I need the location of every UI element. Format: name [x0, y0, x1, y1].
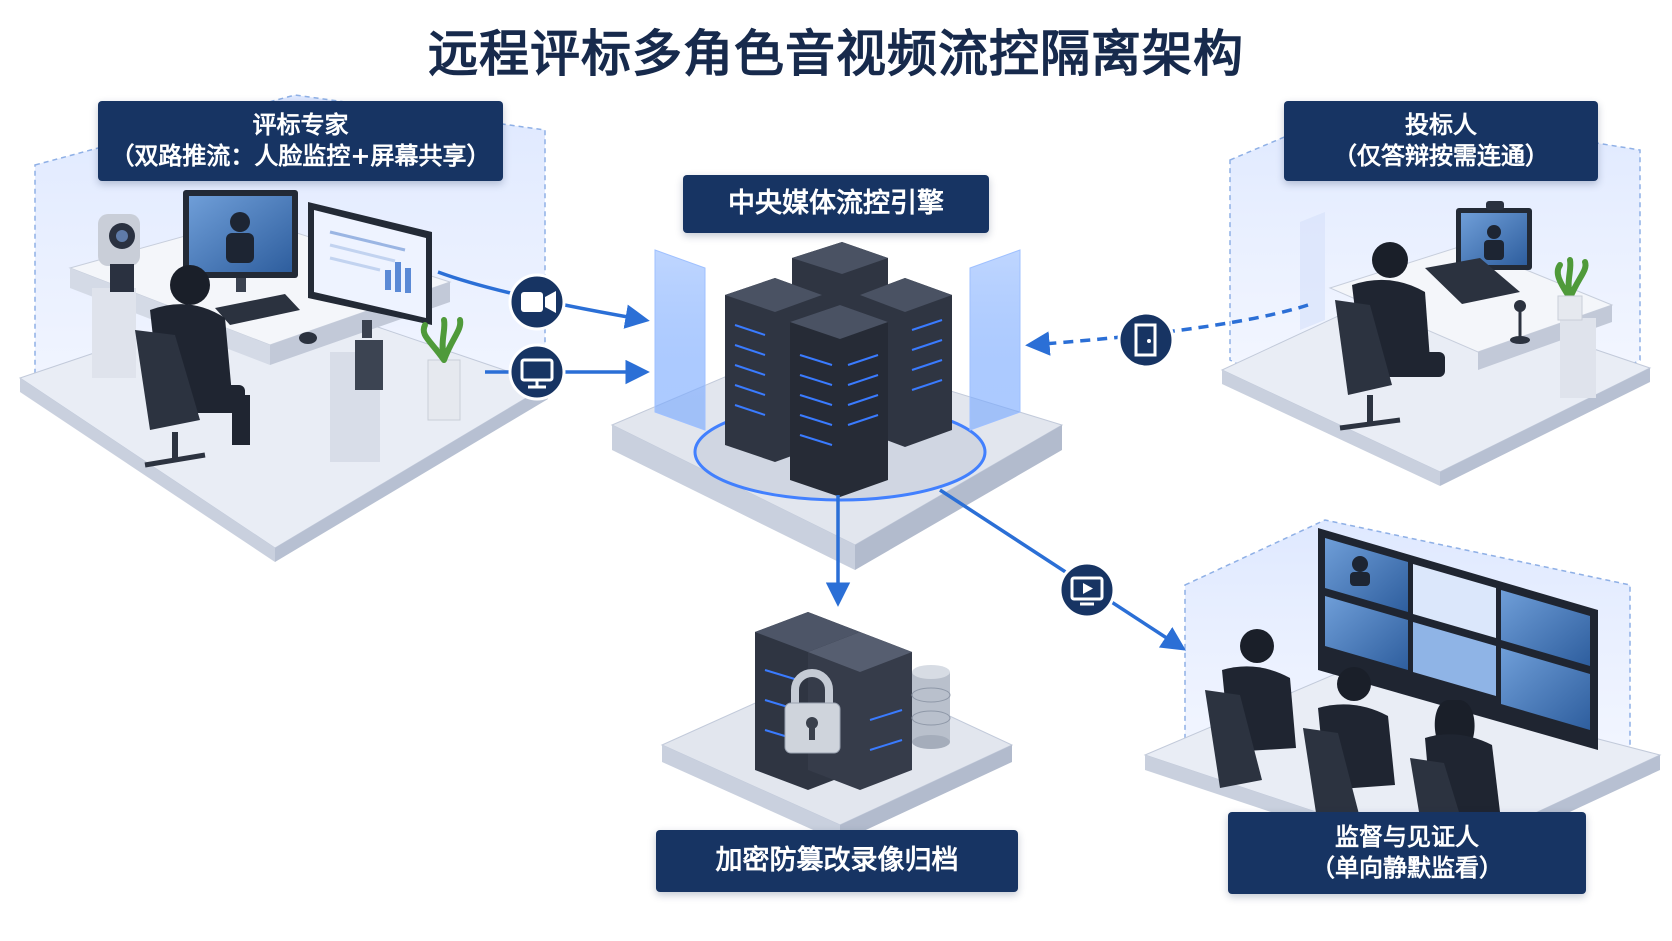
face-monitor [183, 190, 298, 292]
archive-label: 加密防篡改录像归档 [656, 830, 1018, 892]
screen-share-monitor [308, 202, 432, 338]
door-icon [1117, 311, 1175, 369]
video-camera-icon [508, 273, 566, 331]
monitor-title: 监督与见证人 [1335, 823, 1479, 852]
bidder-title: 投标人 [1405, 111, 1477, 140]
monitor-person-2 [1303, 667, 1395, 826]
arrow-bidder-to-engine [1025, 303, 1309, 356]
monitor-icon [508, 343, 566, 401]
archive-title: 加密防篡改录像归档 [715, 844, 959, 876]
monitor-room [1143, 519, 1662, 870]
page-title: 远程评标多角色音视频流控隔离架构 [428, 25, 1244, 83]
archive-storage [660, 612, 1014, 842]
expert-label: 评标专家 （双路推流：人脸监控+屏幕共享） [98, 101, 503, 181]
bidder-room [1220, 104, 1652, 486]
video-wall [1318, 528, 1598, 750]
monitor-label: 监督与见证人 （单向静默监看） [1228, 812, 1586, 894]
monitor-person-1 [1205, 629, 1296, 788]
bidder-subtitle: （仅答辩按需连通） [1333, 142, 1549, 170]
expert-room [18, 94, 550, 562]
play-screen-icon [1058, 561, 1116, 619]
engine-title: 中央媒体流控引擎 [728, 187, 944, 219]
arrow-engine-to-monitor [939, 488, 1187, 651]
lock-icon [784, 669, 841, 754]
bidder-label: 投标人 （仅答辩按需连通） [1284, 101, 1598, 181]
server-rack-front [790, 305, 888, 497]
storage-stack [755, 612, 912, 790]
expert-title: 评标专家 [252, 111, 349, 140]
monitor-subtitle: （单向静默监看） [1311, 854, 1503, 882]
engine-label: 中央媒体流控引擎 [683, 175, 989, 233]
expert-person [135, 265, 250, 468]
expert-subtitle: （双路推流：人脸监控+屏幕共享） [110, 142, 491, 170]
bidder-person [1335, 242, 1445, 431]
database-cylinder [911, 665, 951, 749]
webcam [98, 214, 140, 292]
central-engine [610, 242, 1064, 570]
bidder-monitor [1456, 201, 1532, 270]
